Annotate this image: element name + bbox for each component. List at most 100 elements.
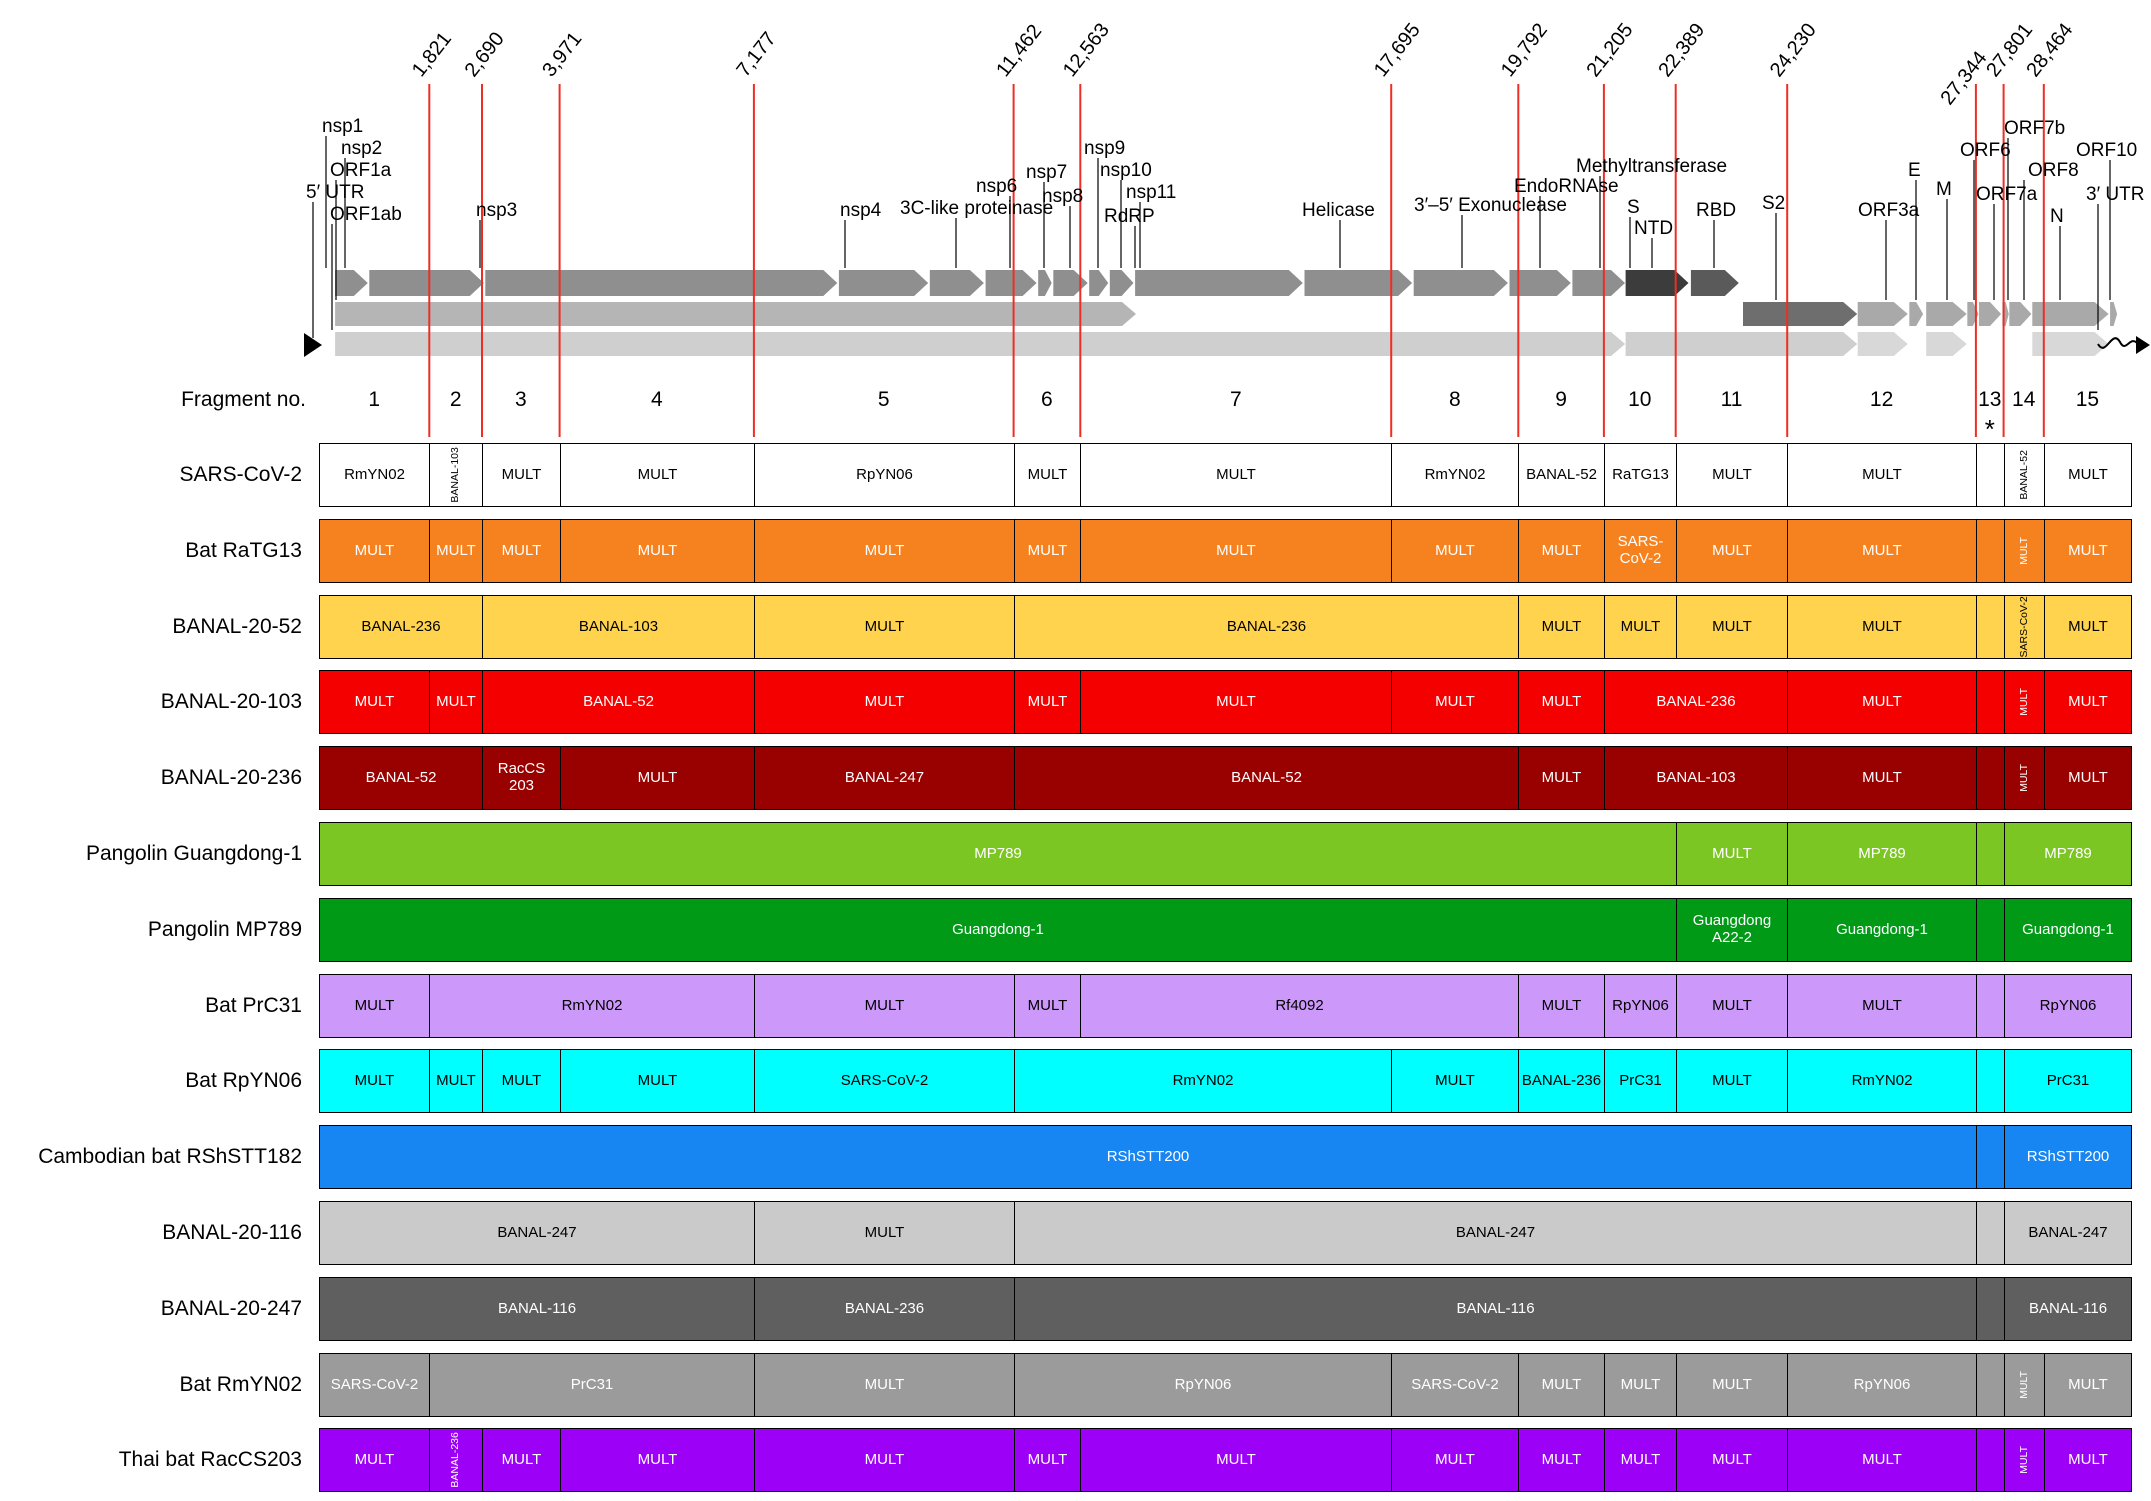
svg-text:nsp10: nsp10 xyxy=(1100,160,1152,181)
fragment-cell: MP789 xyxy=(319,822,1677,886)
fragment-cell-label: MULT xyxy=(2068,1450,2108,1468)
fragment-cell-label: MULT xyxy=(864,1450,905,1468)
fragment-cell: MULT xyxy=(1014,519,1081,583)
fragment-cell: BANAL-52 xyxy=(482,670,755,734)
fragment-cell xyxy=(1976,974,2005,1038)
fragment-cell-label: BANAL-236 xyxy=(1521,1071,1602,1089)
fragment-cell: PrC31 xyxy=(2004,1049,2132,1113)
fragment-cell: MULT xyxy=(1787,974,1977,1038)
fragment-cell-label: MULT xyxy=(1027,1450,1068,1468)
fragment-cell-label: RaTG13 xyxy=(1612,465,1669,483)
fragment-cell: BANAL-103 xyxy=(429,443,483,507)
fragment-cell: MULT xyxy=(1014,670,1081,734)
fragment-cell-label: MULT xyxy=(2017,1446,2030,1474)
svg-text:5′ UTR: 5′ UTR xyxy=(306,182,364,203)
fragment-cell: BANAL-247 xyxy=(319,1201,755,1265)
fragment-cell: SARS-CoV-2 xyxy=(1391,1353,1519,1417)
fragment-cell: MULT xyxy=(1080,670,1392,734)
fragment-cell: MULT xyxy=(560,1049,755,1113)
fragment-cell-label: MULT xyxy=(1712,1375,1752,1393)
fragment-cell-label: MULT xyxy=(1541,692,1582,710)
fragment-cell-label: MULT xyxy=(501,541,542,559)
fragment-cell-label: MULT xyxy=(1620,1375,1661,1393)
fragment-cell: MULT xyxy=(1518,1428,1605,1492)
fragment-cell-label: BANAL-52 xyxy=(1526,465,1597,483)
fragment-cell: MULT xyxy=(1518,519,1605,583)
fragment-cell-label: SARS-CoV-2 xyxy=(1411,1375,1499,1393)
svg-text:ORF10: ORF10 xyxy=(2076,140,2137,161)
fragment-cell-label: MULT xyxy=(501,1071,542,1089)
virus-row-label: Pangolin Guangdong-1 xyxy=(85,842,302,865)
fragment-cell-label: MULT xyxy=(1712,541,1752,559)
fragment-cell-label: BANAL-247 xyxy=(1455,1223,1536,1241)
fragment-cell: MULT xyxy=(1014,1428,1081,1492)
five-prime-utr-mark xyxy=(304,333,322,357)
svg-text:Methyltransferase: Methyltransferase xyxy=(1576,156,1727,177)
fragment-cell-label: MULT xyxy=(354,996,395,1014)
fragment-cell xyxy=(1976,519,2005,583)
fragment-cell-label: MULT xyxy=(864,617,905,635)
fragment-cell: MULT xyxy=(429,670,483,734)
fragment-cell: Rf4092 xyxy=(1080,974,1519,1038)
fragment-cell-label: RpYN06 xyxy=(1853,1375,1911,1393)
svg-text:nsp9: nsp9 xyxy=(1084,138,1125,159)
gene-label-leaders xyxy=(312,136,2111,338)
fragment-cell: MULT xyxy=(319,1049,430,1113)
fragment-cell: SARS-CoV-2 xyxy=(1604,519,1677,583)
fragment-cell: MULT xyxy=(2004,746,2045,810)
fragment-cell-label: PrC31 xyxy=(2046,1071,2090,1089)
fragment-cell: MULT xyxy=(1787,595,1977,659)
fragment-cell: MULT xyxy=(1787,1428,1977,1492)
svg-text:NTD: NTD xyxy=(1634,218,1673,239)
fragment-cell: MULT xyxy=(1676,1049,1788,1113)
fragment-cell-label: MULT xyxy=(2017,688,2030,716)
fragment-cell-label: MULT xyxy=(501,465,542,483)
fragment-cell-label: RpYN06 xyxy=(2039,996,2097,1014)
fragment-cell-label: MULT xyxy=(436,692,476,710)
asterisk-marker: * xyxy=(1985,414,1995,442)
fragment-number: 3 xyxy=(515,388,527,411)
fragment-cell-label: BANAL-247 xyxy=(497,1223,577,1241)
virus-row-label: Bat PrC31 xyxy=(205,994,302,1017)
fragment-cell: MULT xyxy=(1604,595,1677,659)
fragment-cell: BANAL-236 xyxy=(1518,1049,1605,1113)
fragment-cell-label: BANAL-236 xyxy=(1656,692,1736,710)
fragment-cell: MULT xyxy=(1604,1353,1677,1417)
fragment-cell-label: MULT xyxy=(864,996,905,1014)
fragment-cell: MULT xyxy=(1604,1428,1677,1492)
svg-text:nsp3: nsp3 xyxy=(476,200,517,221)
fragment-cell-label: MULT xyxy=(1620,617,1661,635)
svg-text:3C-like proteinase: 3C-like proteinase xyxy=(900,198,1053,219)
fragment-cell xyxy=(1976,1277,2005,1341)
fragment-cell-label: MULT xyxy=(1712,1071,1752,1089)
fragment-cell-label: BANAL-52 xyxy=(365,768,437,786)
svg-text:EndoRNAse: EndoRNAse xyxy=(1514,176,1619,197)
fragment-cell: RpYN06 xyxy=(1787,1353,1977,1417)
fragment-cell: RacCS 203 xyxy=(482,746,561,810)
fragment-cell: MULT xyxy=(1080,443,1392,507)
fragment-cell-label: MULT xyxy=(2017,537,2030,565)
fragment-cell: BANAL-103 xyxy=(1604,746,1788,810)
virus-row-label: BANAL-20-247 xyxy=(160,1297,302,1320)
fragment-cell: MULT xyxy=(1676,1353,1788,1417)
fragment-cell-label: MULT xyxy=(1541,1375,1582,1393)
fragment-cell xyxy=(1976,1125,2005,1189)
fragment-cell: Guangdong-1 xyxy=(2004,898,2132,962)
fragment-cell: MULT xyxy=(754,974,1015,1038)
fragment-cell-label: MULT xyxy=(1541,617,1582,635)
fragment-cell: MULT xyxy=(1676,822,1788,886)
fragment-cell: MULT xyxy=(2004,1353,2045,1417)
fragment-cell: MULT xyxy=(1676,519,1788,583)
virus-row-label: Pangolin MP789 xyxy=(147,918,302,941)
svg-text:ORF8: ORF8 xyxy=(2028,160,2079,181)
fragment-cell: SARS-CoV-2 xyxy=(2004,595,2045,659)
svg-text:3′ UTR: 3′ UTR xyxy=(2086,184,2144,205)
fragment-cell: BANAL-116 xyxy=(1014,1277,1977,1341)
fragment-cell-label: MULT xyxy=(864,541,905,559)
fragment-cell: MULT xyxy=(754,670,1015,734)
fragment-cell: MULT xyxy=(2044,443,2132,507)
fragment-cell: Guangdong-1 xyxy=(1787,898,1977,962)
fragment-cell-label: BANAL-247 xyxy=(844,768,925,786)
